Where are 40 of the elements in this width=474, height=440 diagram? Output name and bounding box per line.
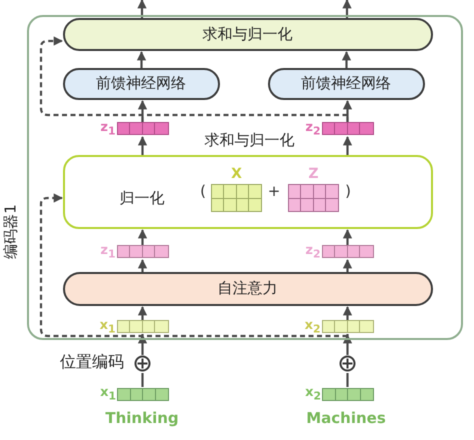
word-label: Thinking [104,409,180,427]
encoder-label: 编码器1 [2,203,20,261]
vector-label: x$_{1}$ [99,385,117,403]
annotation-text: 位置编码 [59,352,125,373]
bracket: ( [199,182,207,200]
vector-label: x$_{2}$ [304,318,322,336]
residual-arrow [40,193,349,338]
layer-box: 自注意力 [62,272,432,306]
vector-label: z$_{1}$ [99,120,116,138]
layer-box: 前馈神经网络 [268,68,424,100]
arrow [137,0,147,18]
arrow [138,229,148,245]
arrow [138,306,148,320]
vector-label: x$_{1}$ [98,318,116,336]
arrow [342,229,352,245]
layer-box: 前馈神经网络 [62,68,220,100]
arrow [138,334,148,355]
connector-line [346,373,349,387]
plus-sign: + [267,182,281,200]
connector-line [141,373,144,387]
layer-text: 归一化 [120,188,164,208]
matrix-label: Z [307,167,320,181]
vector-label: x$_{2}$ [304,385,322,403]
arrow [342,306,352,320]
arrow [342,334,352,355]
vector-label: z$_{2}$ [304,120,322,138]
arrow [342,0,352,18]
layer-box: 求和与归一化 [62,18,432,50]
matrix-label: X [230,167,243,181]
arrow [138,259,148,272]
arrow [342,259,352,272]
bracket: ) [344,182,352,200]
arrow [342,51,352,68]
arrow [138,136,148,155]
residual-arrow [40,36,349,124]
arrow [342,136,352,155]
word-label: Machines [305,409,387,427]
arrow [136,51,146,68]
vector-label: z$_{1}$ [99,242,116,260]
vector-label: z$_{2}$ [304,242,322,260]
